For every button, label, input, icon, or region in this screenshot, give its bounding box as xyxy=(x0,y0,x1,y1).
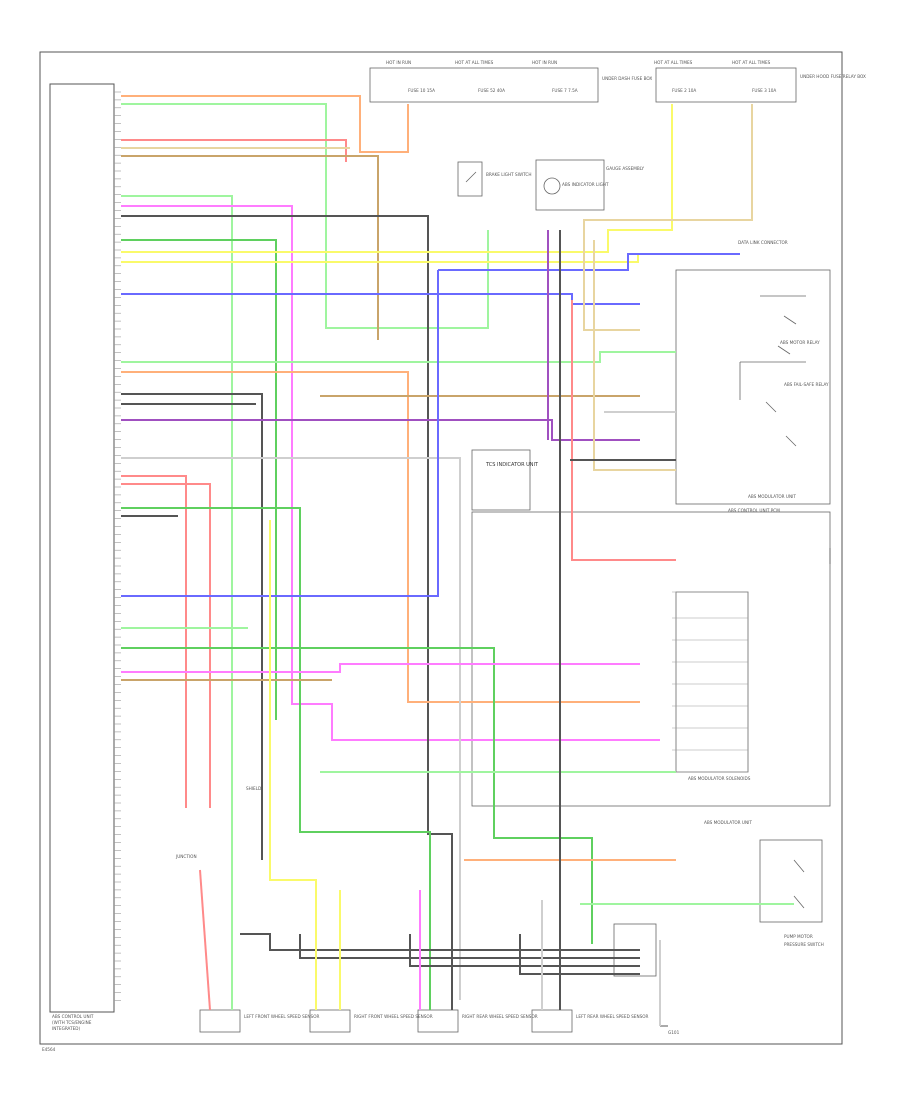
ecu-pin-ticks xyxy=(114,91,121,1001)
fuse-box-left: HOT IN RUN FUSE 10 15A HOT AT ALL TIMES … xyxy=(369,60,652,103)
wire-blk xyxy=(519,934,640,975)
solenoid-box-label: ABS MODULATOR SOLENOIDS xyxy=(688,776,751,781)
wire-tan xyxy=(593,240,676,471)
wires xyxy=(121,95,794,1026)
wire-blk xyxy=(240,933,640,951)
pressure-switch-label: PRESSURE SWITCH xyxy=(784,942,824,947)
ground-label: G101 xyxy=(668,1030,680,1035)
lf-sensor-label: LEFT FRONT WHEEL SPEED SENSOR xyxy=(244,1014,320,1019)
fuse-2-bottom: FUSE 52 40A xyxy=(478,88,505,93)
wire-gry xyxy=(121,457,461,1000)
wire-red xyxy=(121,483,211,808)
solenoid-rows xyxy=(672,591,748,773)
motor-relay-label: ABS MOTOR RELAY xyxy=(780,340,820,345)
rf-sensor: RIGHT FRONT WHEEL SPEED SENSOR xyxy=(309,1009,433,1033)
solenoid-box: ABS MODULATOR SOLENOIDS xyxy=(471,511,831,807)
wire-tan xyxy=(583,104,753,331)
ecu-label-3: INTEGRATED) xyxy=(52,1026,81,1031)
wire-yel xyxy=(121,104,673,253)
fuse-3-bottom: FUSE 7 7.5A xyxy=(552,88,578,93)
wire-grn xyxy=(121,647,593,944)
fuse-box-right: HOT AT ALL TIMES FUSE 2 10A HOT AT ALL T… xyxy=(654,60,866,103)
modulator-unit-title: ABS MODULATOR UNIT xyxy=(704,820,752,825)
fuse-3-top: HOT IN RUN xyxy=(532,60,557,65)
wire-grn xyxy=(121,507,431,1010)
fuse-5-bottom: FUSE 3 10A xyxy=(752,88,776,93)
wire-red xyxy=(571,300,676,561)
ecu-label-2: (WITH TCS/ENGINE xyxy=(52,1020,92,1025)
wire-blk xyxy=(299,934,640,959)
wire-red xyxy=(199,869,211,1011)
modulator-box-label: ABS CONTROL UNIT PCM xyxy=(728,508,780,513)
wire-orn xyxy=(121,371,640,703)
wire-blk xyxy=(409,934,640,967)
fuse-5-top: HOT AT ALL TIMES xyxy=(732,60,771,65)
lf-sensor: LEFT FRONT WHEEL SPEED SENSOR xyxy=(199,1009,320,1033)
lr-sensor: LEFT REAR WHEEL SPEED SENSOR xyxy=(531,1009,649,1033)
rr-sensor: RIGHT REAR WHEEL SPEED SENSOR xyxy=(417,1009,538,1033)
wire-lt-grn xyxy=(121,103,489,329)
tcs-indicator-unit: TCS INDICATOR UNIT xyxy=(471,449,539,511)
wire-red xyxy=(121,475,187,808)
shield-label: SHIELD xyxy=(246,786,261,791)
wire-blk xyxy=(121,215,453,1010)
abs-indicator-light-label: ABS INDICATOR LIGHT xyxy=(562,182,609,187)
wire-blu xyxy=(121,293,640,305)
wire-grn xyxy=(121,239,277,720)
fuse-1-top: HOT IN RUN xyxy=(386,60,411,65)
wire-lt-grn xyxy=(121,195,233,1010)
fuse-1-bottom: FUSE 10 15A xyxy=(408,88,435,93)
fuse-box-left-label: UNDER DASH FUSE BOX xyxy=(602,76,652,81)
abs-control-unit: ABS CONTROL UNIT (WITH TCS/ENGINE INTEGR… xyxy=(49,83,115,1031)
wire-brn xyxy=(121,155,379,340)
data-link-label: DATA LINK CONNECTOR xyxy=(738,240,788,245)
junction-label: JUNCTION xyxy=(175,854,197,859)
ecu-label-1: ABS CONTROL UNIT xyxy=(52,1014,94,1019)
wire-blu xyxy=(438,253,740,271)
rf-sensor-label: RIGHT FRONT WHEEL SPEED SENSOR xyxy=(354,1014,433,1019)
wire-lt-grn xyxy=(121,351,676,363)
diagram-frame xyxy=(39,51,843,1045)
wire-vio xyxy=(121,419,640,441)
fuse-4-top: HOT AT ALL TIMES xyxy=(654,60,693,65)
brake-light-switch-label: BRAKE LIGHT SWITCH xyxy=(486,172,531,177)
brake-light-switch: BRAKE LIGHT SWITCH xyxy=(457,161,531,197)
fail-safe-relay-label: ABS FAIL-SAFE RELAY xyxy=(784,382,829,387)
wire-yel xyxy=(121,253,708,263)
pump-motor-box: PUMP MOTOR PRESSURE SWITCH xyxy=(759,839,824,947)
ground-symbol: G101 xyxy=(660,1025,680,1035)
fuse-2-top: HOT AT ALL TIMES xyxy=(455,60,494,65)
wire-orn xyxy=(121,95,409,153)
abs-indicator-light: ABS INDICATOR LIGHT GAUGE ASSEMBLY xyxy=(535,159,644,211)
wire-blu xyxy=(121,270,439,597)
gauge-assembly-label: GAUGE ASSEMBLY xyxy=(606,166,644,171)
relay-box: ABS MOTOR RELAY ABS FAIL-SAFE RELAY ABS … xyxy=(675,269,831,505)
footer-code: E4564 xyxy=(42,1047,56,1052)
wire-blk xyxy=(121,393,263,860)
rr-sensor-label: RIGHT REAR WHEEL SPEED SENSOR xyxy=(462,1014,538,1019)
wire-red xyxy=(121,139,347,162)
modulator-label: ABS MODULATOR UNIT xyxy=(748,494,796,499)
wire-pnk xyxy=(121,205,660,741)
lr-sensor-label: LEFT REAR WHEEL SPEED SENSOR xyxy=(576,1014,649,1019)
fuse-4-bottom: FUSE 2 10A xyxy=(672,88,696,93)
pump-motor-label: PUMP MOTOR xyxy=(784,934,813,939)
wire-yel xyxy=(269,520,317,1010)
wire-pnk xyxy=(121,663,640,673)
wheel-speed-sensors: LEFT FRONT WHEEL SPEED SENSOR RIGHT FRON… xyxy=(199,1009,649,1033)
fuse-box-right-label: UNDER HOOD FUSE/RELAY BOX xyxy=(800,74,866,79)
tcs-unit-label: TCS INDICATOR UNIT xyxy=(485,462,539,468)
